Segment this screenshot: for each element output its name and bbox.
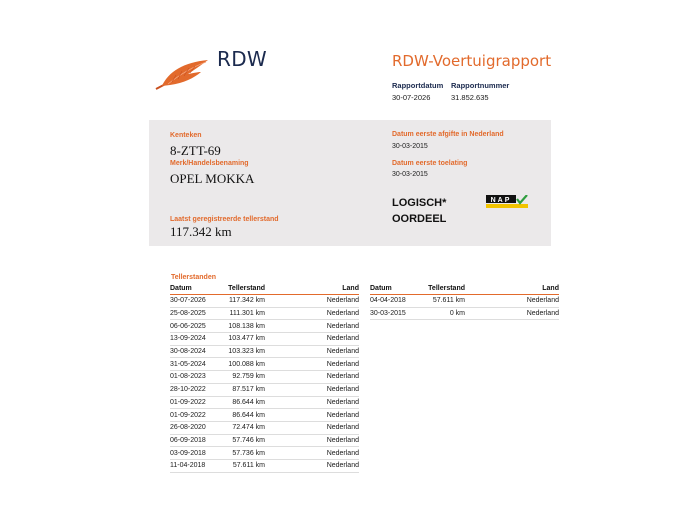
first-admission-value: 30-03-2015 <box>392 171 428 178</box>
cell-country: Nederland <box>265 345 359 359</box>
cell-reading: 111.301 km <box>222 307 265 321</box>
nap-badge: NAP <box>486 195 528 208</box>
cell-country: Nederland <box>265 421 359 435</box>
verdict-line-2: OORDEEL <box>392 213 447 225</box>
cell-date: 13-09-2024 <box>170 332 222 346</box>
cell-reading: 0 km <box>422 307 465 321</box>
table-header-row: Datum Tellerstand Land <box>170 284 359 295</box>
cell-date: 01-08-2023 <box>170 370 222 384</box>
cell-reading: 92.759 km <box>222 370 265 384</box>
header-reading: Tellerstand <box>422 284 465 295</box>
cell-date: 28-10-2022 <box>170 383 222 397</box>
cell-date: 06-06-2025 <box>170 319 222 334</box>
cell-country: Nederland <box>265 446 359 460</box>
plate-value: 8-ZTT-69 <box>170 143 221 158</box>
cell-country: Nederland <box>465 294 559 308</box>
cell-reading: 57.746 km <box>222 434 265 448</box>
cell-date: 01-09-2022 <box>170 396 222 410</box>
verdict-line-1: LOGISCH* <box>392 197 447 209</box>
plate-label: Kenteken <box>170 132 202 139</box>
make-value: OPEL MOKKA <box>170 171 255 186</box>
cell-date: 11-04-2018 <box>170 459 222 473</box>
make-label: Merk/Handelsbenaming <box>170 160 249 167</box>
cell-country: Nederland <box>465 307 559 321</box>
cell-country: Nederland <box>265 383 359 397</box>
header-country: Land <box>465 284 559 295</box>
verdict: LOGISCH* OORDEEL <box>392 195 446 227</box>
vehicle-summary-panel: Kenteken 8-ZTT-69 Merk/Handelsbenaming O… <box>149 120 551 246</box>
cell-country: Nederland <box>265 370 359 384</box>
first-admission-label: Datum eerste toelating <box>392 160 468 167</box>
cell-date: 06-09-2018 <box>170 434 222 448</box>
report-title: RDW-Voertuigrapport <box>392 52 552 70</box>
brand-name: RDW <box>217 47 267 71</box>
header-country: Land <box>265 284 359 295</box>
cell-country: Nederland <box>265 294 359 308</box>
cell-reading: 108.138 km <box>222 319 265 334</box>
cell-reading: 86.644 km <box>222 396 265 410</box>
cell-country: Nederland <box>265 396 359 410</box>
cell-reading: 103.477 km <box>222 332 265 346</box>
odometer-value: 117.342 km <box>170 224 232 239</box>
report-number: 31.852.635 <box>451 93 489 102</box>
checkmark-icon <box>516 195 528 205</box>
cell-country: Nederland <box>265 357 359 372</box>
table-header-row: Datum Tellerstand Land <box>370 284 559 295</box>
cell-country: Nederland <box>265 307 359 321</box>
cell-date: 04-04-2018 <box>370 294 422 308</box>
cell-date: 03-09-2018 <box>170 446 222 460</box>
cell-date: 25-08-2025 <box>170 307 222 321</box>
cell-reading: 100.088 km <box>222 357 265 372</box>
first-issue-nl-value: 30-03-2015 <box>392 143 428 150</box>
cell-country: Nederland <box>265 319 359 334</box>
cell-reading: 117.342 km <box>222 294 265 308</box>
header-reading: Tellerstand <box>222 284 265 295</box>
cell-country: Nederland <box>265 459 359 473</box>
feather-icon <box>155 60 208 90</box>
cell-reading: 57.736 km <box>222 446 265 460</box>
cell-date: 30-07-2026 <box>170 294 222 308</box>
cell-country: Nederland <box>265 434 359 448</box>
first-issue-nl-label: Datum eerste afgifte in Nederland <box>392 131 504 138</box>
cell-country: Nederland <box>265 332 359 346</box>
report-number-label: Rapportnummer <box>451 81 510 90</box>
header-date: Datum <box>370 284 422 295</box>
cell-country: Nederland <box>265 408 359 422</box>
cell-reading: 87.517 km <box>222 383 265 397</box>
cell-date: 26-08-2020 <box>170 421 222 435</box>
cell-reading: 86.644 km <box>222 408 265 422</box>
cell-date: 31-05-2024 <box>170 357 222 372</box>
cell-reading: 57.611 km <box>222 459 265 473</box>
cell-reading: 57.611 km <box>422 294 465 308</box>
odometer-history-title: Tellerstanden <box>171 274 216 281</box>
cell-reading: 72.474 km <box>222 421 265 435</box>
cell-date: 30-08-2024 <box>170 345 222 359</box>
cell-reading: 103.323 km <box>222 345 265 359</box>
cell-date: 30-03-2015 <box>370 307 422 321</box>
nap-badge-text: NAP <box>491 197 512 204</box>
report-date: 30-07-2026 <box>392 93 431 102</box>
cell-date: 01-09-2022 <box>170 408 222 422</box>
odometer-label: Laatst geregistreerde tellerstand <box>170 216 279 223</box>
header-date: Datum <box>170 284 222 295</box>
report-date-label: Rapportdatum <box>392 81 444 90</box>
